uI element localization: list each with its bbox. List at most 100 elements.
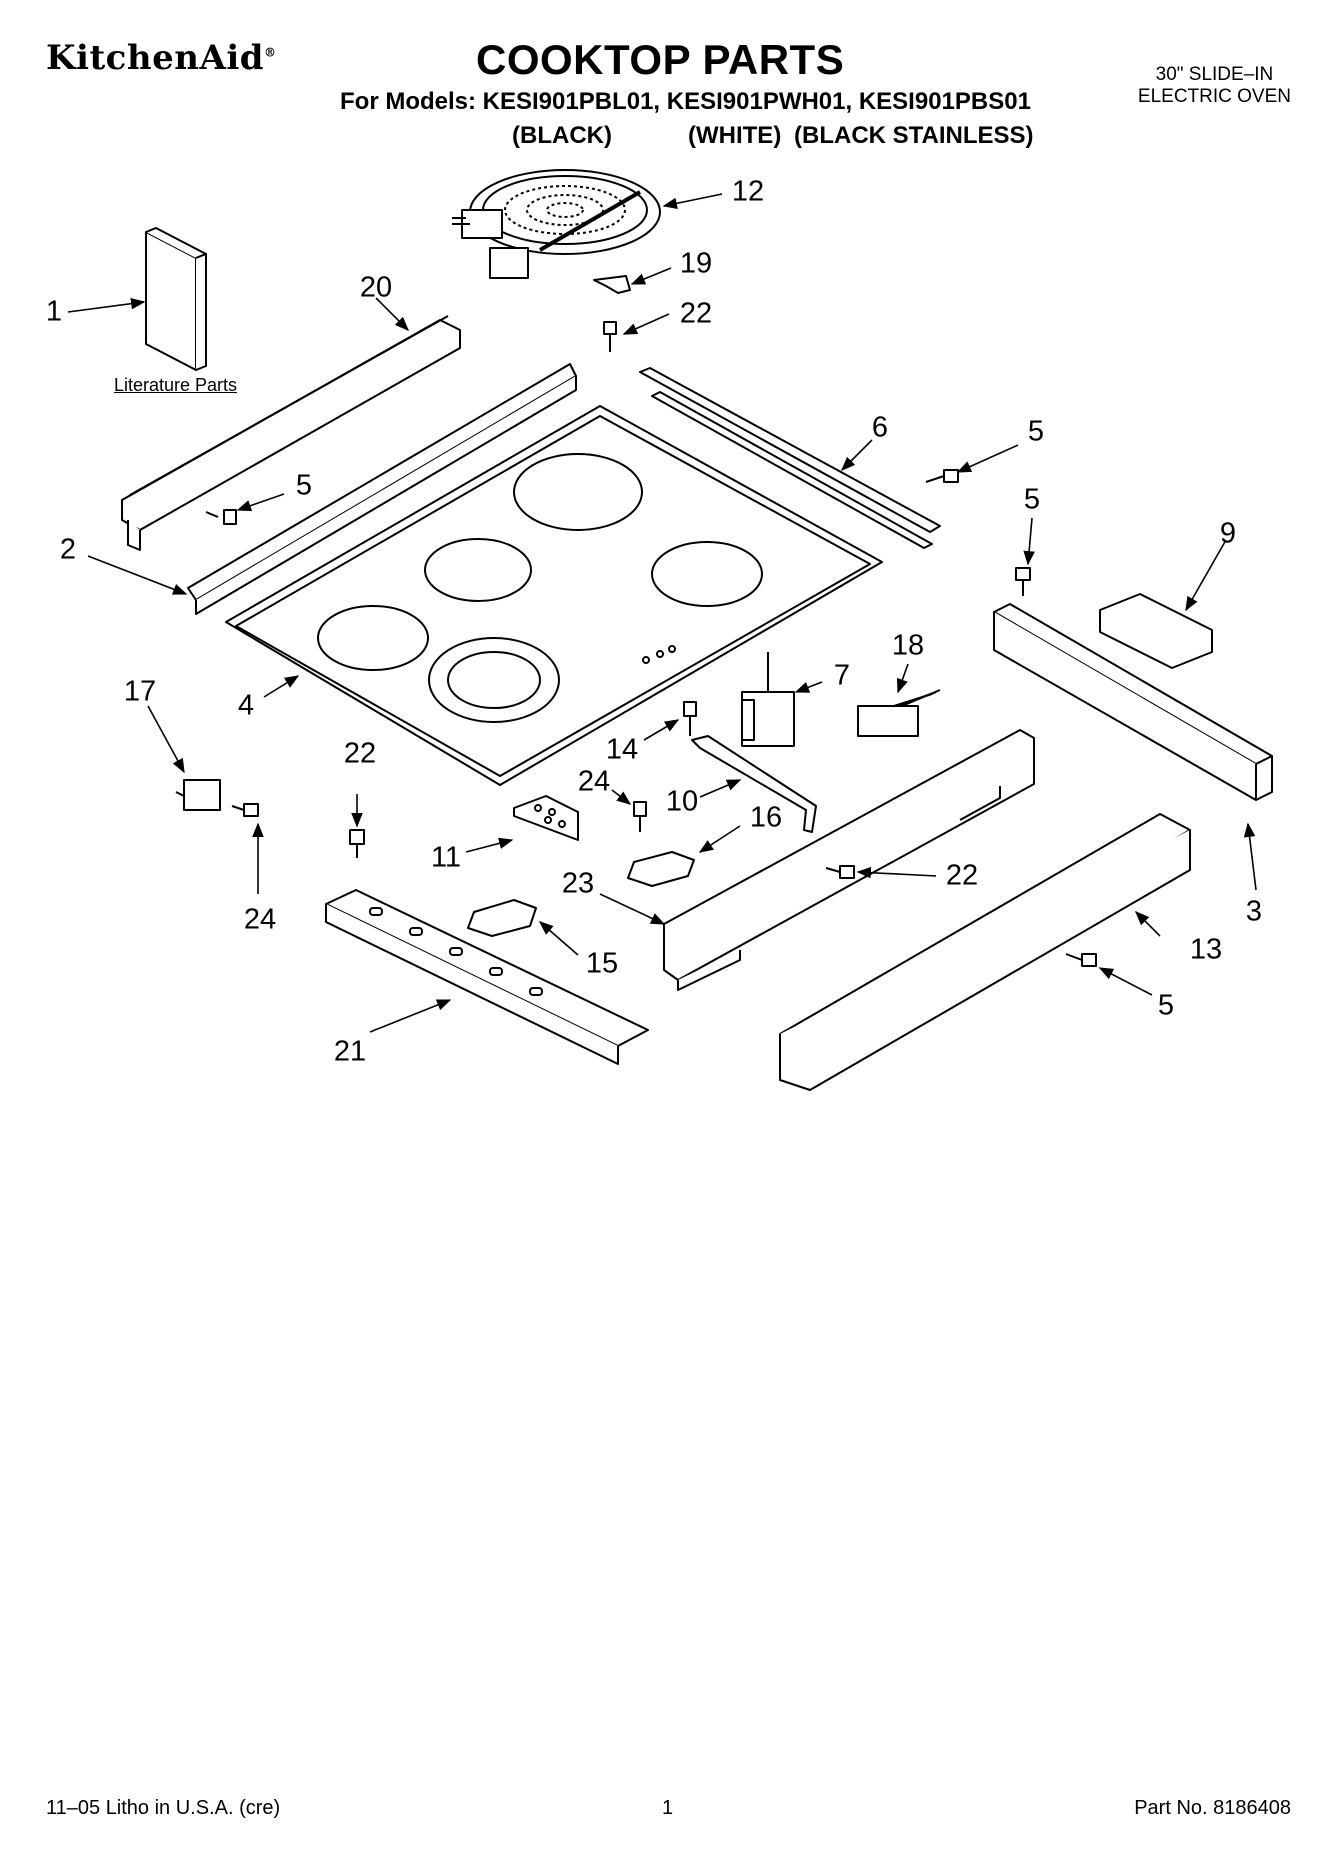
leader-20: [375, 297, 410, 332]
page-number: 1: [662, 1797, 674, 1819]
callout-24a: 24: [243, 903, 277, 936]
screw-part-lower-right: [1065, 953, 1097, 967]
screw-part-top: [603, 321, 617, 352]
side-bracket-part: [121, 315, 461, 551]
litho-note: 11–05 Litho in U.S.A. (cre): [46, 1797, 281, 1819]
callout-9: 9: [1219, 517, 1237, 550]
callout-20: 20: [359, 271, 393, 304]
leader-4: [263, 675, 300, 698]
clip-part: [593, 275, 631, 294]
leader-5a: [956, 444, 1019, 473]
callout-5b: 5: [295, 469, 313, 502]
callout-22a: 22: [679, 297, 713, 330]
leader-15: [538, 921, 579, 956]
leader-14: [643, 719, 680, 741]
screw-part-right-upper: [925, 469, 959, 483]
leader-23: [599, 893, 666, 925]
callout-15: 15: [585, 947, 619, 980]
kitchenaid-logo: KitchenAid®: [46, 38, 277, 78]
infinite-switch-part: [741, 652, 795, 747]
leader-11: [465, 837, 514, 853]
callout-18: 18: [891, 629, 925, 662]
leader-19: [630, 267, 672, 285]
page-title: COOKTOP PARTS: [476, 36, 845, 83]
glass-cooktop-part: [225, 405, 883, 786]
callout-2: 2: [59, 533, 77, 566]
callout-5a: 5: [1027, 415, 1045, 448]
registered-mark: ®: [264, 45, 277, 60]
literature-part: [145, 227, 207, 371]
oven-type-line1: 30" SLIDE–IN: [1155, 64, 1274, 85]
leader-2: [87, 555, 188, 595]
leader-16: [698, 825, 741, 853]
callout-22b: 22: [343, 737, 377, 770]
callout-4: 4: [237, 689, 255, 722]
leader-18: [896, 663, 909, 694]
screw-part-14: [683, 701, 697, 736]
leader-24b: [611, 789, 632, 805]
callout-10: 10: [665, 785, 699, 818]
rocker-switch-part: [175, 779, 221, 811]
radiant-element-part: [452, 169, 661, 279]
literature-parts-label: Literature Parts: [114, 375, 238, 395]
models-line: For Models: KESI901PBL01, KESI901PWH01, …: [340, 88, 1031, 115]
callout-6: 6: [871, 411, 889, 444]
callout-5c: 5: [1023, 483, 1041, 516]
lower-trim-rail-part: [779, 813, 1191, 1091]
callout-17: 17: [123, 675, 157, 708]
callout-24b: 24: [577, 765, 611, 798]
terminal-block-part: [857, 689, 941, 737]
oven-type: 30" SLIDE–IN ELECTRIC OVEN: [1138, 64, 1291, 108]
control-panel-part: [325, 889, 649, 1065]
screw-part-22-left: [349, 829, 365, 858]
harness-bracket-part: [691, 735, 817, 833]
front-trim-part: [187, 363, 577, 615]
callout-5d: 5: [1157, 989, 1175, 1022]
callout-1: 1: [45, 295, 63, 328]
leader-7: [794, 681, 823, 693]
callout-11: 11: [430, 841, 462, 874]
leader-22a: [622, 313, 670, 335]
callout-13: 13: [1189, 933, 1223, 966]
leader-5d: [1098, 967, 1153, 996]
callout-19: 19: [679, 247, 713, 280]
leader-21: [369, 999, 452, 1033]
leader-17: [147, 705, 185, 774]
callout-3: 3: [1245, 895, 1263, 928]
leader-12: [662, 193, 723, 210]
screw-part-left-bracket: [205, 509, 237, 525]
rear-rail-part: [639, 367, 941, 549]
callout-21: 21: [333, 1035, 367, 1068]
screw-part-24-center: [633, 801, 647, 832]
callout-23: 23: [561, 867, 595, 900]
right-side-rail-part: [993, 603, 1273, 801]
finish-white: (WHITE): [688, 122, 782, 149]
callout-7: 7: [833, 659, 851, 692]
small-bracket-part: [1099, 593, 1213, 669]
leader-1: [67, 297, 146, 313]
leader-13: [1134, 910, 1161, 937]
leader-6: [840, 439, 873, 472]
leader-9: [1185, 539, 1227, 612]
leader-5b: [236, 493, 285, 512]
screw-part-right-vertical: [1015, 567, 1031, 596]
control-bracket-part-16: [627, 851, 695, 887]
oven-type-line2: ELECTRIC OVEN: [1137, 86, 1291, 107]
finish-black: (BLACK): [512, 122, 612, 149]
leader-10: [699, 779, 742, 798]
callout-14: 14: [605, 733, 639, 766]
callout-16: 16: [749, 801, 783, 834]
finish-black-stainless: (BLACK STAINLESS): [794, 122, 1034, 149]
screw-part-24-left: [231, 803, 259, 817]
control-bracket-part-15: [467, 899, 537, 937]
screw-part-22-right: [825, 865, 855, 879]
leader-5c: [1023, 517, 1035, 566]
leader-22c: [856, 866, 937, 879]
indicator-plate-part: [513, 795, 579, 841]
callout-12: 12: [731, 175, 765, 208]
part-number: Part No. 8186408: [1134, 1797, 1291, 1819]
leader-3: [1243, 822, 1257, 891]
callout-22c: 22: [945, 859, 979, 892]
control-support-part: [663, 729, 1035, 991]
